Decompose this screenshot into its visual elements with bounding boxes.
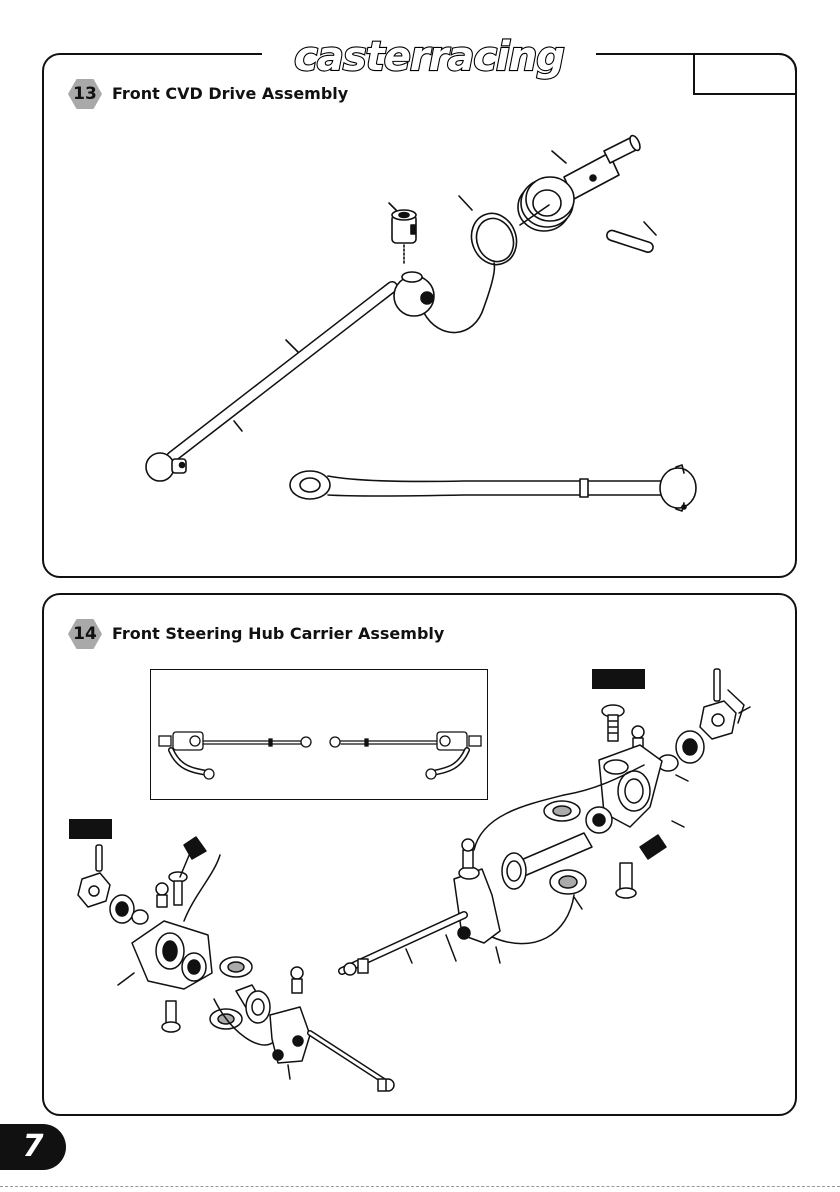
right-hub-assembly [342, 669, 750, 975]
cvd-drive-illustration [44, 55, 799, 580]
drive-shaft [146, 272, 434, 481]
assembled-cvd [290, 465, 696, 511]
outer-axle [518, 134, 642, 231]
step-13-panel: 13 Front CVD Drive Assembly [42, 53, 797, 578]
page-number: 7 [0, 1124, 66, 1170]
step-14-panel: 14 Front Steering Hub Carrier Assembly [42, 593, 797, 1116]
bottom-cut-line [0, 1186, 840, 1187]
joint-bushing [392, 210, 416, 265]
drive-pin [606, 229, 655, 253]
brand-logo: casterracing [262, 37, 596, 77]
brand-logo-text: casterracing [294, 34, 564, 80]
hub-carrier-illustration [44, 595, 799, 1118]
